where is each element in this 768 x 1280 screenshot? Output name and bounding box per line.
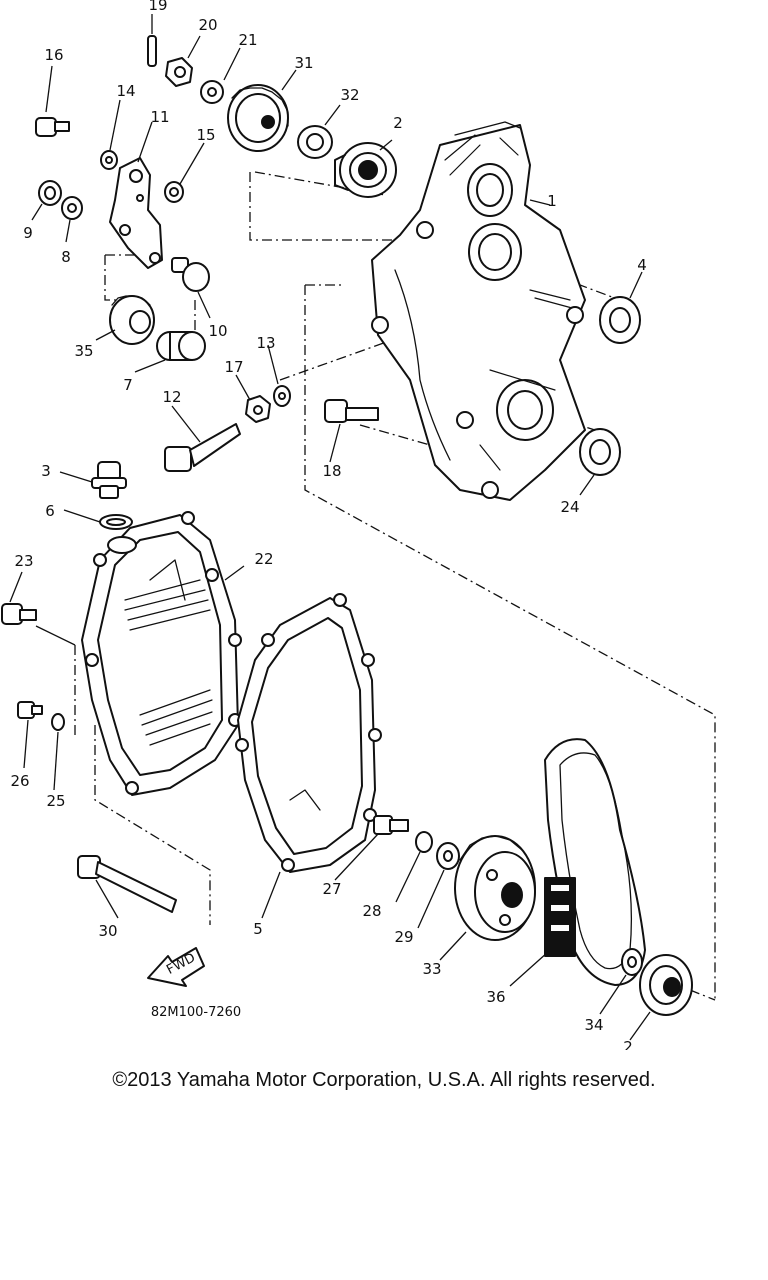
part-12-bolt xyxy=(164,423,241,472)
part-19-pin xyxy=(147,35,157,67)
callout-35: 35 xyxy=(74,342,93,360)
part-14-washer xyxy=(100,150,118,170)
callout-2-lower: 2 xyxy=(623,1038,633,1050)
exploded-parts-diagram: FWD xyxy=(1,0,716,1050)
callout-10: 10 xyxy=(208,322,227,340)
part-31-sprocket xyxy=(227,84,289,152)
callout-16: 16 xyxy=(44,46,63,64)
callout-13: 13 xyxy=(256,334,275,352)
part-28-washer xyxy=(415,831,433,853)
callout-5: 5 xyxy=(253,920,263,938)
part-18-bolt xyxy=(324,399,379,423)
callout-4: 4 xyxy=(637,256,647,274)
part-23-bolt xyxy=(1,603,37,625)
part-2-bearing-upper xyxy=(334,142,397,198)
callout-26: 26 xyxy=(10,772,29,790)
part-21-washer xyxy=(200,80,224,104)
fwd-arrow-icon: FWD xyxy=(147,947,205,987)
callout-19: 19 xyxy=(148,0,167,14)
callout-31: 31 xyxy=(294,54,313,72)
callout-7: 7 xyxy=(123,376,133,394)
part-2-bearing-lower xyxy=(639,954,693,1016)
callout-24: 24 xyxy=(560,498,579,516)
part-34-washer xyxy=(621,948,643,976)
leader-lines xyxy=(9,14,651,1041)
callout-30: 30 xyxy=(98,922,117,940)
part-32-collar xyxy=(297,125,333,159)
callout-12: 12 xyxy=(162,388,181,406)
callout-27: 27 xyxy=(322,880,341,898)
drawing-code: 82M100-7260 xyxy=(151,1005,241,1020)
callout-11: 11 xyxy=(150,108,169,126)
part-5-gasket xyxy=(235,593,382,873)
part-30-bolt xyxy=(77,855,177,913)
part-15-collar xyxy=(164,181,184,203)
part-3-plug xyxy=(91,461,127,499)
part-4-oil-seal xyxy=(599,296,641,344)
part-13-washer xyxy=(273,385,291,407)
callout-20: 20 xyxy=(198,16,217,34)
part-36-chain xyxy=(544,738,646,986)
part-6-o-ring xyxy=(99,514,133,530)
callout-29: 29 xyxy=(394,928,413,946)
part-24-oil-seal xyxy=(579,428,621,476)
callout-32: 32 xyxy=(340,86,359,104)
part-33-sprocket xyxy=(454,835,536,941)
callout-6: 6 xyxy=(45,502,55,520)
part-9-circlip xyxy=(38,180,62,206)
part-26-bolt xyxy=(17,701,43,719)
callout-23: 23 xyxy=(14,552,33,570)
callout-1: 1 xyxy=(547,192,557,210)
part-29-washer xyxy=(436,842,460,870)
callout-28: 28 xyxy=(362,902,381,920)
callout-8: 8 xyxy=(61,248,71,266)
callout-labels: 19 20 21 31 32 2 1 16 14 11 15 9 8 10 35… xyxy=(10,0,646,1050)
part-10-shaft xyxy=(171,257,210,292)
callout-2-upper: 2 xyxy=(393,114,403,132)
part-20-nut xyxy=(165,57,193,87)
part-17-nut xyxy=(245,395,271,423)
callout-34: 34 xyxy=(584,1016,603,1034)
part-27-bolt xyxy=(373,815,409,835)
callout-17: 17 xyxy=(224,358,243,376)
part-16-bolt xyxy=(35,117,70,137)
callout-14: 14 xyxy=(116,82,135,100)
callout-9: 9 xyxy=(23,224,33,242)
callout-18: 18 xyxy=(322,462,341,480)
part-1-housing xyxy=(371,121,586,501)
part-35-gear xyxy=(109,295,155,345)
part-7-bushing xyxy=(156,331,206,361)
callout-33: 33 xyxy=(422,960,441,978)
callout-3: 3 xyxy=(41,462,51,480)
callout-22: 22 xyxy=(254,550,273,568)
part-11-lever xyxy=(109,157,163,269)
copyright-notice: ©2013 Yamaha Motor Corporation, U.S.A. A… xyxy=(112,1069,656,1091)
callout-15: 15 xyxy=(196,126,215,144)
part-8-washer xyxy=(61,196,83,220)
part-22-cover xyxy=(81,511,242,796)
callout-25: 25 xyxy=(46,792,65,810)
callout-21: 21 xyxy=(238,31,257,49)
part-25-washer xyxy=(51,713,65,731)
callout-36: 36 xyxy=(486,988,505,1006)
